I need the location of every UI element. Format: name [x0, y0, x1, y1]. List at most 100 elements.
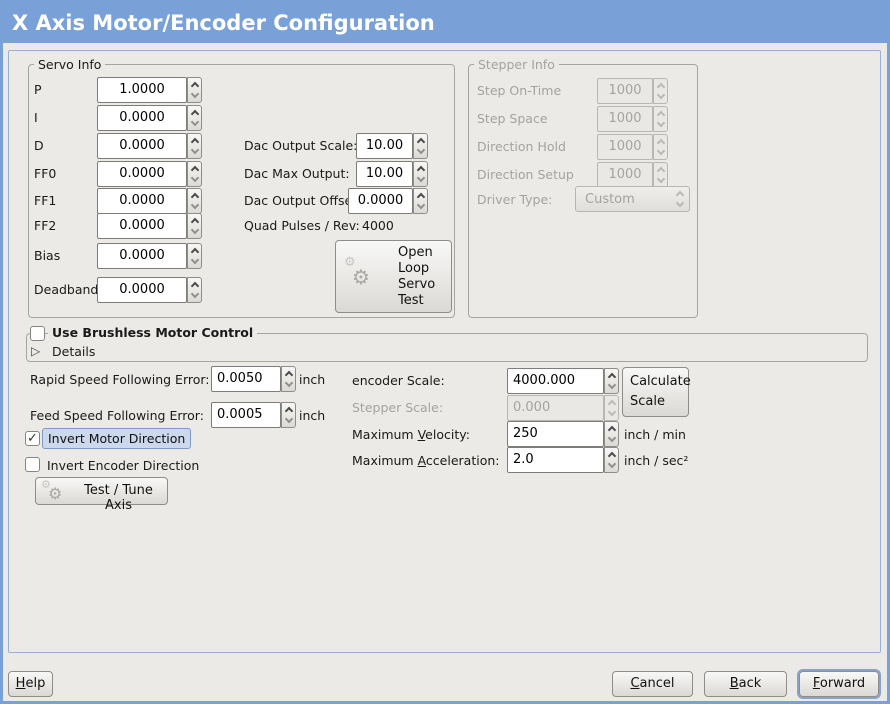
dac-output-offset-spinbox: 0.0000	[348, 188, 428, 214]
feed-following-error-spinbox: 0.0005	[211, 402, 296, 428]
deadband-input[interactable]: 0.0000	[97, 277, 187, 303]
spin-down-icon[interactable]	[607, 380, 617, 390]
spin-down-icon[interactable]	[416, 145, 426, 155]
feed-spin-buttons[interactable]	[281, 402, 296, 428]
bias-input[interactable]: 0.0000	[97, 243, 187, 269]
spin-down-icon[interactable]	[607, 459, 617, 469]
bias-spin-buttons[interactable]	[187, 243, 202, 269]
direction-setup-spin-buttons	[653, 162, 668, 188]
step-space-input: 1000	[597, 106, 653, 132]
deadband-label: Deadband	[34, 282, 99, 297]
spin-down-icon[interactable]	[190, 145, 200, 155]
direction-setup-input: 1000	[597, 162, 653, 188]
maximum-velocity-spinbox: 250	[507, 421, 619, 447]
test-tune-axis-button[interactable]: ⚙ ⚙ Test / Tune Axis	[35, 477, 168, 513]
spin-down-icon	[656, 90, 666, 100]
stepper-info-frame	[468, 64, 698, 318]
deadband-spin-buttons[interactable]	[187, 277, 202, 303]
forward-button[interactable]: Forward	[799, 671, 879, 697]
maximum-velocity-input[interactable]: 250	[507, 421, 604, 447]
direction-hold-label: Direction Hold	[477, 139, 566, 154]
invert-motor-label[interactable]: Invert Motor Direction	[42, 428, 192, 449]
spin-down-icon[interactable]	[190, 200, 200, 210]
spin-down-icon[interactable]	[190, 255, 200, 265]
dac-max-output-label: Dac Max Output:	[244, 166, 350, 181]
spin-down-icon[interactable]	[190, 289, 200, 299]
calculate-scale-button[interactable]: Calculate Scale	[622, 367, 691, 417]
p-input[interactable]: 1.0000	[97, 77, 187, 103]
maximum-acceleration-spinbox: 2.0	[507, 447, 619, 473]
spin-down-icon[interactable]	[416, 173, 426, 183]
ff2-spin-buttons[interactable]	[187, 213, 202, 239]
d-input[interactable]: 0.0000	[97, 133, 187, 159]
bias-label: Bias	[34, 248, 61, 263]
spin-down-icon[interactable]	[190, 173, 200, 183]
dac-max-output-spin-buttons[interactable]	[413, 161, 428, 187]
encoder-scale-spin-buttons[interactable]	[604, 368, 619, 394]
ff2-input[interactable]: 0.0000	[97, 213, 187, 239]
invert-encoder-label[interactable]: Invert Encoder Direction	[47, 458, 200, 473]
details-expander-icon[interactable]: ▷	[31, 344, 41, 358]
direction-setup-spinbox: 1000	[597, 162, 668, 188]
feed-following-error-input[interactable]: 0.0005	[211, 402, 281, 428]
open-loop-servo-test-button[interactable]: ⚙ ⚙ Open Loop Servo Test	[335, 240, 452, 313]
step-space-spin-buttons	[653, 106, 668, 132]
driver-type-value: Custom	[585, 192, 635, 207]
ff1-input[interactable]: 0.0000	[97, 188, 187, 214]
dac-output-offset-spin-buttons[interactable]	[413, 188, 428, 214]
p-spin-buttons[interactable]	[187, 77, 202, 103]
i-label: I	[34, 110, 38, 125]
spin-down-icon[interactable]	[416, 200, 426, 210]
rapid-spin-buttons[interactable]	[281, 366, 296, 392]
checkmark-icon: ✓	[27, 431, 38, 446]
invert-motor-checkbox[interactable]: ✓	[25, 431, 40, 446]
gear-small-icon: ⚙	[41, 478, 51, 491]
use-brushless-checkbox[interactable]	[30, 326, 45, 341]
dac-output-scale-spinbox: 10.00	[356, 133, 428, 159]
deadband-spinbox: 0.0000	[97, 277, 202, 303]
i-input[interactable]: 0.0000	[97, 105, 187, 131]
dac-max-output-input[interactable]: 10.00	[356, 161, 413, 187]
gear-icon: ⚙	[48, 484, 63, 503]
spin-down-icon[interactable]	[284, 414, 294, 424]
ff0-spin-buttons[interactable]	[187, 161, 202, 187]
ff1-spin-buttons[interactable]	[187, 188, 202, 214]
ff1-label: FF1	[34, 193, 57, 208]
spin-down-icon[interactable]	[190, 89, 200, 99]
invert-encoder-checkbox[interactable]	[25, 457, 40, 472]
rapid-following-error-unit: inch	[299, 372, 326, 387]
dac-output-offset-input[interactable]: 0.0000	[348, 188, 413, 214]
direction-hold-spinbox: 1000	[597, 134, 668, 160]
spin-down-icon[interactable]	[284, 378, 294, 388]
spin-down-icon[interactable]	[190, 225, 200, 235]
step-on-time-spinbox: 1000	[597, 78, 668, 104]
p-spinbox: 1.0000	[97, 77, 202, 103]
help-button[interactable]: Help	[8, 671, 53, 697]
spin-down-icon[interactable]	[190, 117, 200, 127]
dac-max-output-spinbox: 10.00	[356, 161, 428, 187]
driver-type-combobox: Custom	[575, 186, 690, 212]
back-button[interactable]: Back	[704, 671, 787, 697]
encoder-scale-input[interactable]: 4000.000	[507, 368, 604, 394]
i-spin-buttons[interactable]	[187, 105, 202, 131]
d-spinbox: 0.0000	[97, 133, 202, 159]
feed-following-error-label: Feed Speed Following Error:	[30, 408, 204, 423]
spin-down-icon[interactable]	[607, 433, 617, 443]
stepper-scale-label: Stepper Scale:	[352, 400, 444, 415]
dac-output-scale-spin-buttons[interactable]	[413, 133, 428, 159]
velocity-spin-buttons[interactable]	[604, 421, 619, 447]
maximum-acceleration-input[interactable]: 2.0	[507, 447, 604, 473]
cancel-button[interactable]: Cancel	[612, 671, 693, 697]
spin-down-icon	[656, 118, 666, 128]
acceleration-spin-buttons[interactable]	[604, 447, 619, 473]
dac-output-scale-label: Dac Output Scale:	[244, 138, 358, 153]
rapid-following-error-input[interactable]: 0.0050	[211, 366, 281, 392]
ff0-input[interactable]: 0.0000	[97, 161, 187, 187]
d-spin-buttons[interactable]	[187, 133, 202, 159]
step-on-time-input: 1000	[597, 78, 653, 104]
dac-output-scale-input[interactable]: 10.00	[356, 133, 413, 159]
use-brushless-label[interactable]: Use Brushless Motor Control	[48, 325, 258, 340]
ff2-label: FF2	[34, 218, 57, 233]
details-expander-label[interactable]: Details	[52, 344, 96, 359]
